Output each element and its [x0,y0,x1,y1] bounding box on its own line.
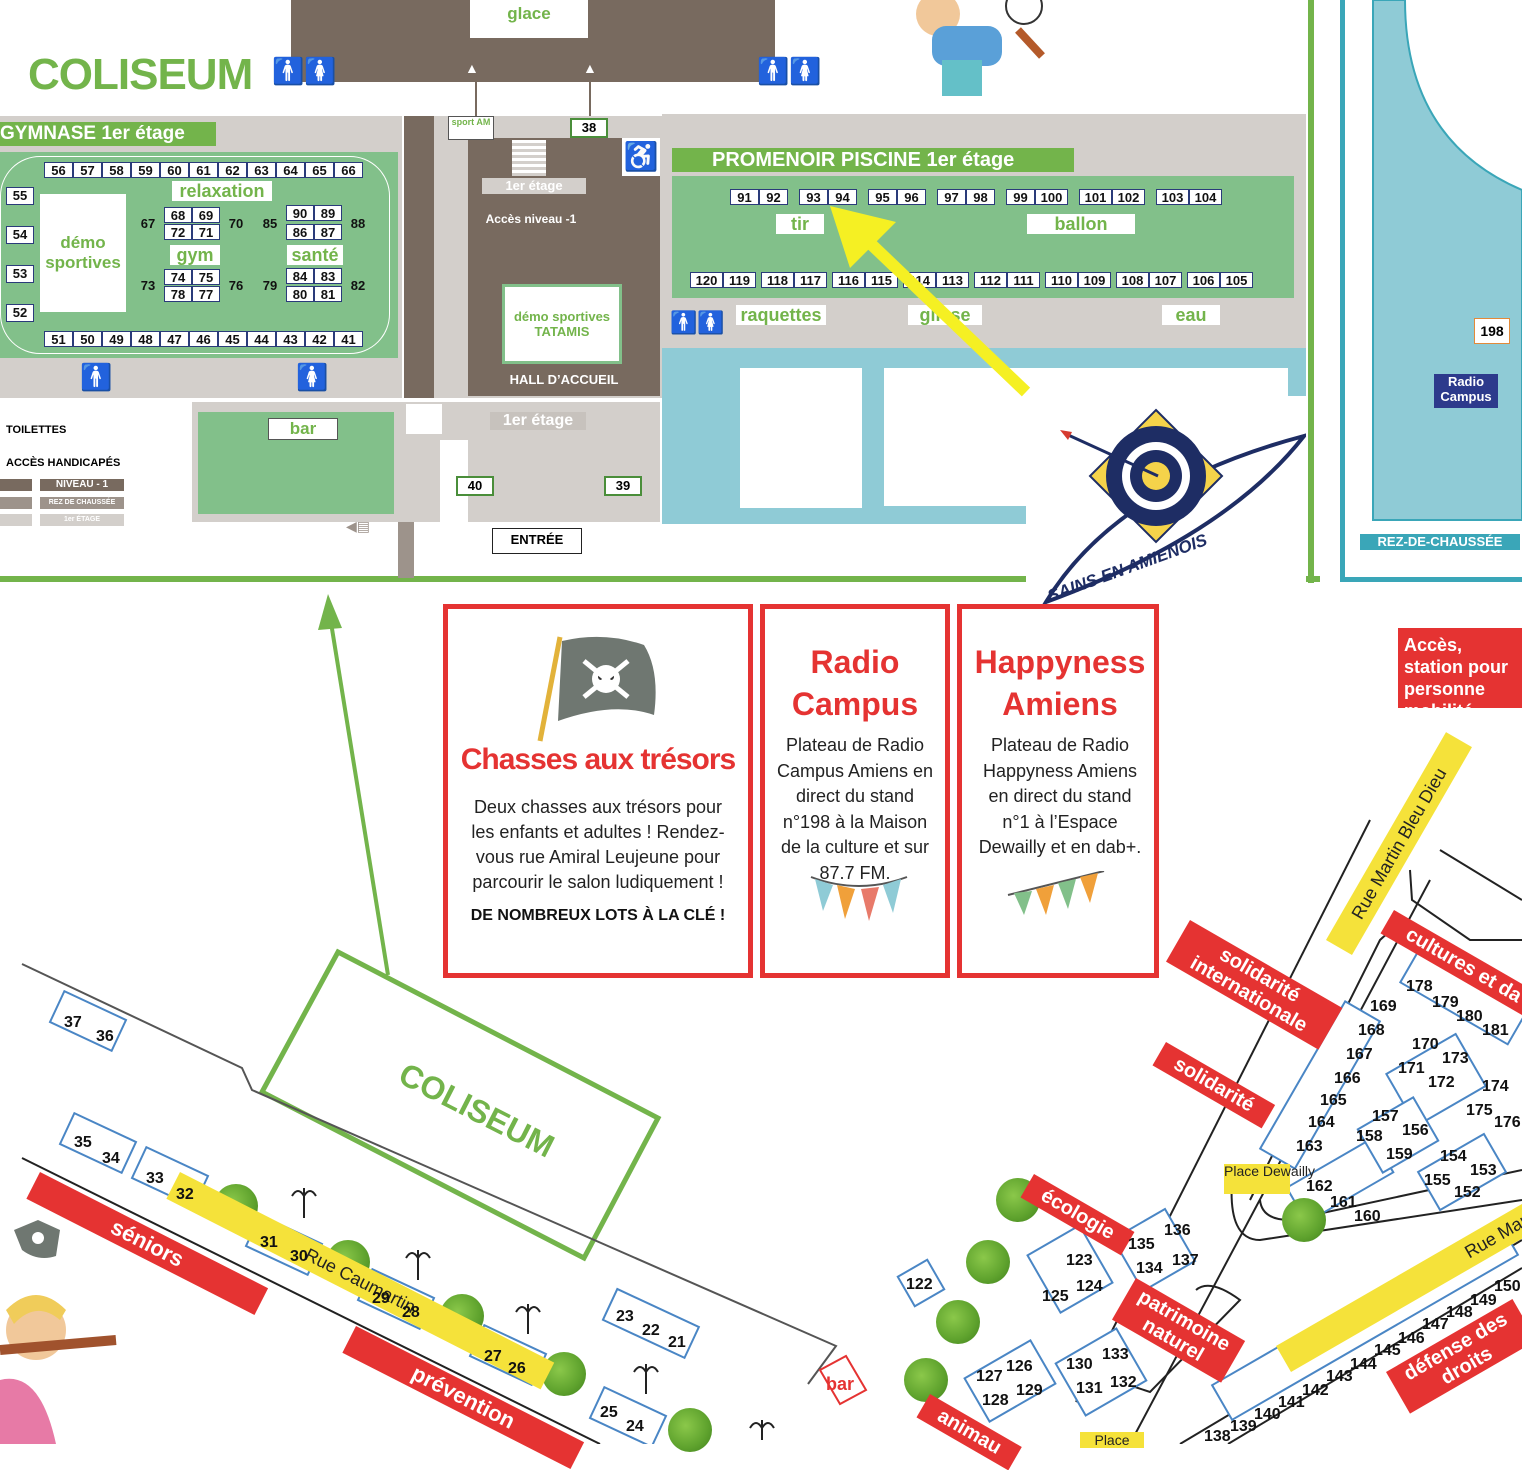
map-stand[interactable]: 134 [1136,1260,1163,1278]
map-stand[interactable]: 160 [1354,1208,1381,1226]
map-stand[interactable]: 137 [1172,1252,1199,1270]
map-stand[interactable]: 132 [1110,1374,1137,1392]
map-stand[interactable]: 161 [1330,1194,1357,1212]
map-stand[interactable]: 128 [982,1392,1009,1410]
map-stand[interactable]: 30 [290,1248,308,1266]
tree-icon [542,1352,586,1396]
map-stand[interactable]: 153 [1470,1162,1497,1180]
map-stand[interactable]: 149 [1470,1292,1497,1310]
map-stand[interactable]: 27 [484,1348,502,1366]
tree-icon [936,1300,980,1344]
map-stand[interactable]: 122 [906,1276,933,1294]
map-stand[interactable]: 145 [1374,1342,1401,1360]
map-stand[interactable]: 167 [1346,1046,1373,1064]
map-stand[interactable]: 124 [1076,1278,1103,1296]
map-stand[interactable]: 144 [1350,1356,1377,1374]
map-stand[interactable]: 155 [1424,1172,1451,1190]
map-stand[interactable]: 139 [1230,1418,1257,1436]
map-stand[interactable]: 138 [1204,1428,1231,1446]
map-stand[interactable]: 129 [1016,1382,1043,1400]
map-stand[interactable]: 178 [1406,978,1433,996]
map-stand[interactable]: 148 [1446,1304,1473,1322]
map-stand[interactable]: 140 [1254,1406,1281,1424]
map-stand[interactable]: 176 [1494,1114,1521,1132]
map-stand[interactable]: 34 [102,1150,120,1168]
map-stand[interactable]: 163 [1296,1138,1323,1156]
tree-icon [966,1240,1010,1284]
map-stand[interactable]: 159 [1386,1146,1413,1164]
map-stand[interactable]: 142 [1302,1382,1329,1400]
place-dewailly: Place Dewailly [1224,1164,1290,1194]
map-stand[interactable]: 33 [146,1170,164,1188]
map-stand[interactable]: 175 [1466,1102,1493,1120]
map-stand[interactable]: 133 [1102,1346,1129,1364]
map-stand[interactable]: 37 [64,1014,82,1032]
map-stand[interactable]: 24 [626,1418,644,1436]
map-stand[interactable]: 152 [1454,1184,1481,1202]
map-stand[interactable]: 166 [1334,1070,1361,1088]
girl-tennis-illustration [0,1200,120,1444]
map-bar-label: bar [826,1374,854,1395]
map-stand[interactable]: 136 [1164,1222,1191,1240]
map-stand[interactable]: 179 [1432,994,1459,1012]
tree-icon [904,1358,948,1402]
map-stand[interactable]: 135 [1128,1236,1155,1254]
map-stand[interactable]: 131 [1076,1380,1103,1398]
map-stand[interactable]: 154 [1440,1148,1467,1166]
map-stand[interactable]: 130 [1066,1356,1093,1374]
map-stand[interactable]: 169 [1370,998,1397,1016]
map-stand[interactable]: 26 [508,1360,526,1378]
map-stand[interactable]: 125 [1042,1288,1069,1306]
map-stand[interactable]: 25 [600,1404,618,1422]
map-stand[interactable]: 31 [260,1234,278,1252]
map-stand[interactable]: 23 [616,1308,634,1326]
map-stand[interactable]: 21 [668,1334,686,1352]
map-stand[interactable]: 165 [1320,1092,1347,1110]
map-stand[interactable]: 143 [1326,1368,1353,1386]
map-stand[interactable]: 127 [976,1368,1003,1386]
tree-icon [668,1408,712,1452]
map-stand[interactable]: 150 [1494,1278,1521,1296]
map-stand[interactable]: 156 [1402,1122,1429,1140]
map-stand[interactable]: 36 [96,1028,114,1046]
map-stand[interactable]: 170 [1412,1036,1439,1054]
map-stand[interactable]: 126 [1006,1358,1033,1376]
map-stand[interactable]: 157 [1372,1108,1399,1126]
map-stand[interactable]: 181 [1482,1022,1509,1040]
map-stand[interactable]: 146 [1398,1330,1425,1348]
map-stand[interactable]: 147 [1422,1316,1449,1334]
map-stand[interactable]: 28 [402,1304,420,1322]
tree-icon [1282,1198,1326,1242]
map-stand[interactable]: 22 [642,1322,660,1340]
map-stand[interactable]: 32 [176,1186,194,1204]
map-stand[interactable]: 164 [1308,1114,1335,1132]
map-stand[interactable]: 162 [1306,1178,1333,1196]
map-stand[interactable]: 123 [1066,1252,1093,1270]
map-stand[interactable]: 171 [1398,1060,1425,1078]
map-stand[interactable]: 29 [372,1290,390,1308]
place-label: Place [1080,1432,1144,1448]
map-stand[interactable]: 141 [1278,1394,1305,1412]
map-stand[interactable]: 174 [1482,1078,1509,1096]
map-stand[interactable]: 158 [1356,1128,1383,1146]
map-stand[interactable]: 180 [1456,1008,1483,1026]
map-stand[interactable]: 172 [1428,1074,1455,1092]
map-stand[interactable]: 173 [1442,1050,1469,1068]
map-stand[interactable]: 35 [74,1134,92,1152]
map-stand[interactable]: 168 [1358,1022,1385,1040]
